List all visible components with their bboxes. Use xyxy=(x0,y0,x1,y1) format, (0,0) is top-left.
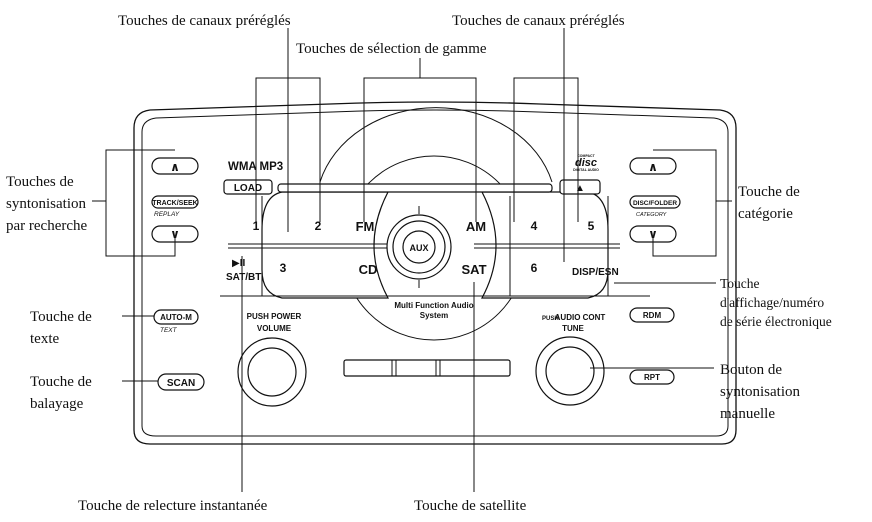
preset-6-button[interactable]: 6 xyxy=(531,261,538,275)
track-seek-label: TRACK/SEEK xyxy=(152,200,198,207)
callout-text-line1: Touche de xyxy=(30,309,92,325)
aux-button[interactable] xyxy=(402,230,436,264)
callout-disp-line3: de série électronique xyxy=(720,314,832,329)
callout-band-select: Touches de sélection de gamme xyxy=(296,41,487,57)
category-up-button[interactable] xyxy=(629,157,677,175)
volume-label: VOLUME xyxy=(257,324,292,333)
sat-bt-label: SAT/BT xyxy=(226,272,261,283)
cd-button[interactable]: CD xyxy=(359,262,378,277)
callout-seek-line2: syntonisation xyxy=(6,196,87,212)
preset-1-button[interactable]: 1 xyxy=(253,219,260,233)
leader-preset-right-bracket xyxy=(513,77,579,222)
callout-satellite: Touche de satellite xyxy=(414,498,527,514)
load-label: LOAD xyxy=(234,183,262,194)
scan-button[interactable] xyxy=(157,373,205,391)
rpt-label: RPT xyxy=(644,373,660,382)
rdm-label: RDM xyxy=(643,311,662,320)
mfa-line-2: System xyxy=(420,311,448,320)
scan-label: SCAN xyxy=(167,378,195,389)
compact-disc-logo: COMPACT disc DIGITAL AUDIO xyxy=(573,154,599,172)
callout-text-line2: texte xyxy=(30,331,59,347)
auto-m-label: AUTO-M xyxy=(160,313,192,322)
auto-m-button[interactable] xyxy=(153,309,199,325)
text-sublabel: TEXT xyxy=(160,327,178,334)
disc-folder-label: DISC/FOLDER xyxy=(633,200,677,207)
load-button[interactable] xyxy=(223,179,273,195)
callout-tune-line1: Bouton de xyxy=(720,362,782,378)
callout-category-line1: Touche de xyxy=(738,184,800,200)
category-up-icon: ∧ xyxy=(648,160,658,174)
tune-knob[interactable] xyxy=(545,346,595,396)
callout-lines xyxy=(92,28,732,492)
lower-slot xyxy=(343,359,511,377)
disc-logo-word: disc xyxy=(575,157,597,169)
callout-preset-right: Touches de canaux préréglés xyxy=(452,13,625,29)
disc-folder-button[interactable] xyxy=(629,195,681,209)
sat-button[interactable]: SAT xyxy=(461,262,486,277)
seek-up-icon: ∧ xyxy=(170,160,180,174)
callout-replay: Touche de relecture instantanée xyxy=(78,498,268,514)
center-left-block xyxy=(261,191,390,299)
leader-category xyxy=(652,149,717,257)
fm-button[interactable]: FM xyxy=(356,219,375,234)
callout-category-line2: catégorie xyxy=(738,206,793,222)
category-sublabel: CATEGORY xyxy=(636,212,667,218)
callout-tune-line3: manuelle xyxy=(720,406,775,422)
callout-disp-line1: Touche xyxy=(720,276,760,291)
unit-inner-frame xyxy=(141,109,729,437)
rpt-button[interactable] xyxy=(629,369,675,385)
tune-label: TUNE xyxy=(562,324,584,333)
mfa-line-1: Multi Function Audio xyxy=(394,301,473,310)
leader-seek xyxy=(105,149,176,257)
callout-scan-line2: balayage xyxy=(30,396,84,412)
aux-label: AUX xyxy=(409,243,428,253)
center-right-block xyxy=(480,191,609,299)
seek-down-icon: ∨ xyxy=(170,227,180,241)
cd-slot xyxy=(277,183,553,193)
preset-3-button[interactable]: 3 xyxy=(280,261,287,275)
category-down-icon: ∨ xyxy=(648,227,658,241)
callout-texts: Touches de canaux préréglés Touches de c… xyxy=(6,13,832,514)
disc-logo-bottom: DIGITAL AUDIO xyxy=(573,168,599,172)
preset-2-button[interactable]: 2 xyxy=(315,219,322,233)
leader-preset-left-bracket xyxy=(255,77,321,222)
callout-disp-line2: d'affichage/numéro xyxy=(720,295,824,310)
track-seek-button[interactable] xyxy=(151,195,199,209)
leader-band-bracket xyxy=(363,77,477,222)
preset-4-button[interactable]: 4 xyxy=(531,219,538,233)
callout-tune-line2: syntonisation xyxy=(720,384,801,400)
seek-up-button[interactable] xyxy=(151,157,199,175)
eject-button[interactable] xyxy=(559,179,601,195)
play-pause-icon[interactable]: ▶II xyxy=(232,258,245,269)
disp-esn-button[interactable]: DISP/ESN xyxy=(572,267,619,278)
callout-preset-left: Touches de canaux préréglés xyxy=(118,13,291,29)
callout-scan-line1: Touche de xyxy=(30,374,92,390)
am-button[interactable]: AM xyxy=(466,219,486,234)
center-arc xyxy=(319,107,553,183)
preset-5-button[interactable]: 5 xyxy=(588,219,595,233)
callout-seek-line3: par recherche xyxy=(6,218,88,234)
head-unit: LOAD ▲ WMA MP3 COMPACT disc DIGITAL AUDI… xyxy=(133,101,737,445)
callout-seek-line1: Touches de xyxy=(6,174,74,190)
volume-knob[interactable] xyxy=(247,347,297,397)
push-label: PUSH xyxy=(542,316,559,322)
eject-label: ▲ xyxy=(575,183,585,194)
disc-logo-top: COMPACT xyxy=(577,154,595,158)
push-power-label: PUSH POWER xyxy=(247,312,302,321)
rdm-button[interactable] xyxy=(629,307,675,323)
audio-cont-label: AUDIO CONT xyxy=(555,313,606,322)
replay-sublabel: REPLAY xyxy=(154,211,180,218)
